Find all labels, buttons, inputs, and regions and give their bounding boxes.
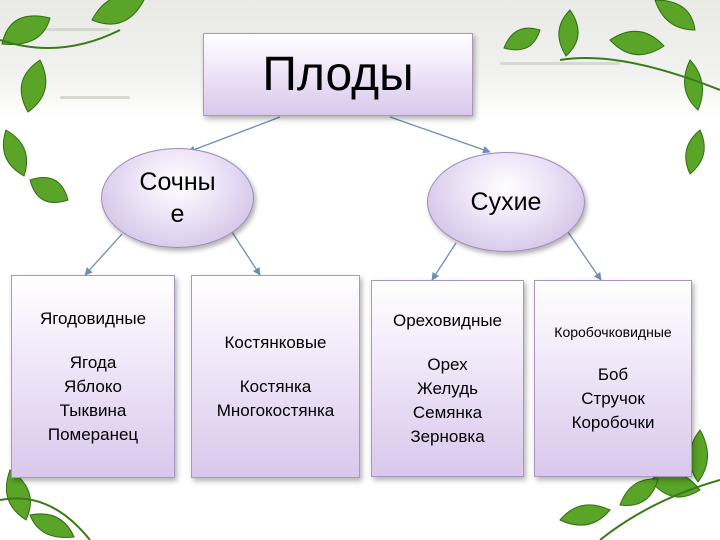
group-item: Померанец (47, 424, 139, 444)
group-item: Желудь (416, 378, 478, 398)
group-heading: Ягодовидные (39, 308, 147, 328)
category-juicy-label: Сочные (139, 168, 216, 228)
group-item: Семянка (412, 402, 483, 422)
background-stripe (60, 96, 130, 99)
group-capsule-like: Коробочковидные Боб Стручок Коробочки (534, 280, 692, 477)
group-item: Ягода (69, 352, 117, 372)
group-item: Коробочки (571, 413, 655, 432)
diagram-title: Плоды (203, 33, 473, 116)
background-stripe (20, 28, 110, 31)
group-item: Яблоко (64, 376, 122, 396)
group-item: Орех (427, 354, 468, 374)
group-nut-like: Ореховидные Орех Желудь Семянка Зерновка (371, 280, 524, 477)
category-juicy: Сочные (101, 148, 254, 248)
group-heading: Костянковые (224, 332, 327, 352)
group-item: Костянка (239, 376, 312, 396)
group-heading: Коробочковидные (554, 324, 672, 340)
group-item: Боб (597, 365, 629, 384)
category-dry: Сухие (427, 152, 585, 252)
background-stripe (500, 62, 620, 65)
group-item: Многокостянка (216, 400, 335, 420)
group-item: Стручок (581, 389, 645, 408)
group-heading: Ореховидные (392, 310, 503, 330)
title-text: Плоды (262, 48, 414, 101)
group-berry-like: Ягодовидные Ягода Яблоко Тыквина Померан… (11, 275, 175, 478)
group-item: Зерновка (410, 426, 485, 446)
group-item: Тыквина (59, 400, 127, 420)
category-dry-label: Сухие (470, 188, 542, 216)
group-drupe-like: Костянковые Костянка Многокостянка (191, 275, 360, 478)
